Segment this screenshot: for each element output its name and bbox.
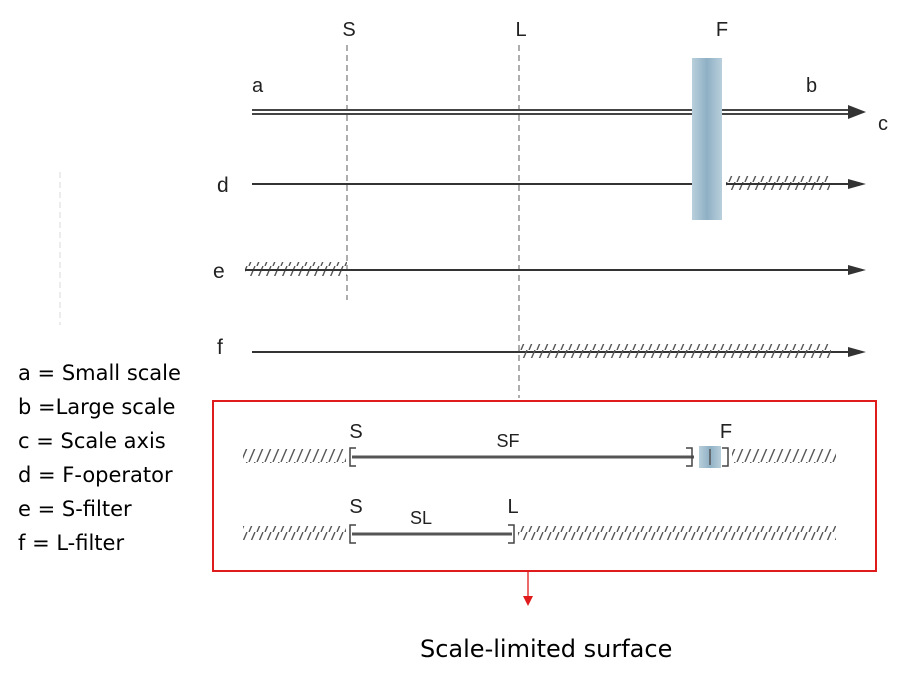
row-label-b: b <box>806 75 817 97</box>
legend-item: d = F-operator <box>18 463 173 487</box>
sl-bracket-left <box>349 524 356 544</box>
row-label-e: e <box>213 260 225 283</box>
caption-arrowhead <box>523 596 533 606</box>
sl-bracket-right <box>508 524 515 544</box>
legend: a = Small scale b =Large scale c = Scale… <box>18 356 181 560</box>
row-label-a: a <box>252 75 264 97</box>
sf-label-f: F <box>720 421 732 443</box>
sf-label-sf: SF <box>496 431 519 451</box>
l-filter-arrowhead <box>848 347 866 357</box>
f-operator-arrowhead <box>848 179 866 189</box>
sf-bracket-mid <box>686 447 693 467</box>
label-l-top: L <box>515 19 526 41</box>
l-filter-hatch <box>519 344 831 358</box>
legend-item: e = S-filter <box>18 497 132 521</box>
legend-item: b =Large scale <box>18 395 176 419</box>
scale-axis-arrowhead <box>848 105 866 119</box>
sf-hatch-left <box>243 449 346 463</box>
sl-hatch-left <box>243 526 346 540</box>
legend-item: f = L-filter <box>18 531 125 555</box>
label-f-top: F <box>716 19 728 41</box>
s-filter-arrowhead <box>848 265 866 275</box>
legend-item: a = Small scale <box>18 361 181 385</box>
scale-limited-box <box>212 400 877 572</box>
sf-bracket-right <box>722 447 729 467</box>
row-label-d: d <box>217 174 229 197</box>
caption: Scale-limited surface <box>420 635 673 663</box>
sl-label-s: S <box>349 496 362 518</box>
sf-label-s: S <box>349 421 362 443</box>
legend-item: c = Scale axis <box>18 429 166 453</box>
sf-bracket-left <box>349 447 356 467</box>
sl-label-sl: SL <box>410 508 432 528</box>
row-label-f: f <box>217 336 223 359</box>
row-label-c: c <box>878 113 888 135</box>
f-operator-band <box>692 58 722 220</box>
sf-hatch-right <box>732 449 836 463</box>
label-s-top: S <box>342 19 355 41</box>
sl-hatch-right <box>518 526 836 540</box>
sl-label-l: L <box>507 496 518 518</box>
